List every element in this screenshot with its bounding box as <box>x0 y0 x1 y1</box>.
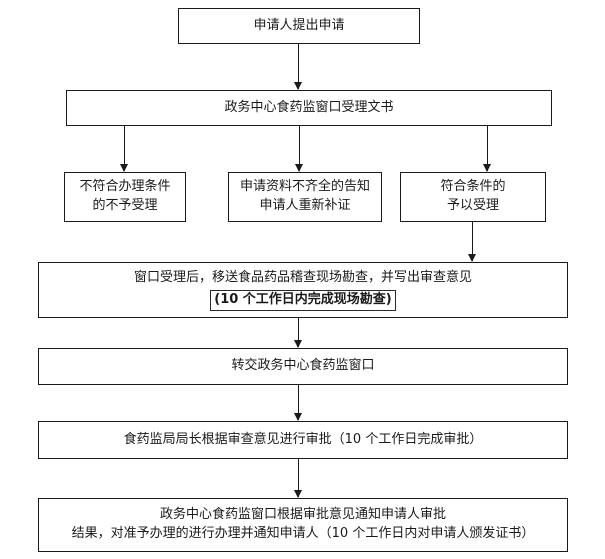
flow-node-supplement-line2: 申请人重新补证 <box>259 198 351 213</box>
arrow-window-to-accept <box>483 126 491 172</box>
flow-node-approval-label: 食药监局局长根据审查意见进行审批（10 个工作日完成审批） <box>123 431 483 447</box>
flow-node-reject-line1: 不符合办理条件 <box>79 179 171 195</box>
flow-node-reject: 不符合办理条件 的不予受理 <box>64 172 186 222</box>
arrow-accept-to-survey <box>468 222 476 262</box>
flow-node-accept-line2: 予以受理 <box>446 198 499 213</box>
flow-node-survey-line1: 窗口受理后，移送食品药品稽查现场勘查，并写出审查意见 <box>133 270 472 286</box>
flow-node-supplement: 申请资料不齐全的告知 申请人重新补证 <box>228 172 382 222</box>
flow-node-notify: 政务中心食药监窗口根据审批意见通知申请人审批 结果，对准予办理的进行办理并通知申… <box>38 498 568 552</box>
flow-node-approval: 食药监局局长根据审查意见进行审批（10 个工作日完成审批） <box>38 421 568 459</box>
flow-node-start: 申请人提出申请 <box>178 8 420 44</box>
arrow-start-to-window <box>294 44 302 90</box>
flow-node-window-accept-label: 政务中心食药监窗口受理文书 <box>224 99 394 115</box>
flow-node-accept: 符合条件的 予以受理 <box>400 172 546 222</box>
flow-node-transfer-label: 转交政务中心食药监窗口 <box>231 358 375 374</box>
flow-node-window-accept: 政务中心食药监窗口受理文书 <box>66 90 552 126</box>
arrow-window-to-supplement <box>295 126 303 172</box>
flow-node-survey: 窗口受理后，移送食品药品稽查现场勘查，并写出审查意见 (10 个工作日内完成现场… <box>38 262 568 318</box>
flow-node-notify-line1: 政务中心食药监窗口根据审批意见通知申请人审批 <box>159 507 446 523</box>
arrow-approval-to-notify <box>294 459 302 498</box>
flow-node-supplement-line1: 申请资料不齐全的告知 <box>239 179 370 195</box>
flow-node-survey-line2: (10 个工作日内完成现场勘查) <box>210 290 396 311</box>
flow-node-reject-line2: 的不予受理 <box>92 198 158 213</box>
flow-node-transfer: 转交政务中心食药监窗口 <box>38 348 568 385</box>
flow-node-accept-line1: 符合条件的 <box>440 179 506 195</box>
flow-node-notify-line2: 结果，对准予办理的进行办理并通知申请人（10 个工作日内对申请人颁发证书） <box>71 526 535 541</box>
arrow-transfer-to-approval <box>294 385 302 421</box>
arrow-survey-to-transfer <box>294 318 302 348</box>
flow-node-start-label: 申请人提出申请 <box>253 17 345 33</box>
arrow-window-to-reject <box>120 126 128 172</box>
